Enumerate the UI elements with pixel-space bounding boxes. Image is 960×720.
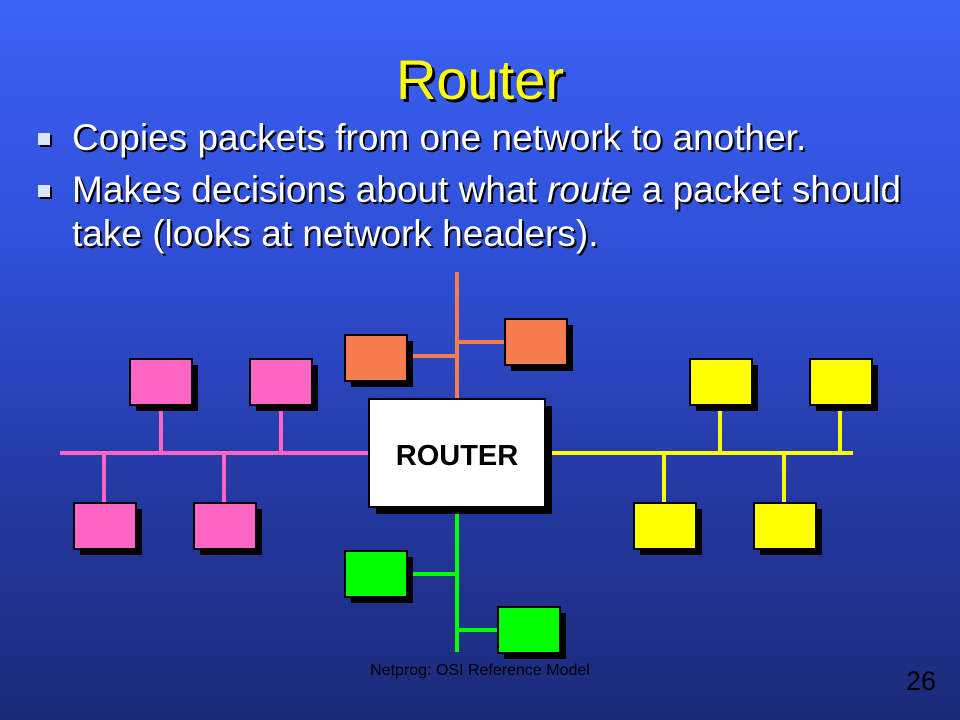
host-computer	[344, 334, 408, 382]
bullet-item: Makes decisions about what route a packe…	[38, 168, 938, 256]
host-computer	[344, 550, 408, 598]
host-computer	[809, 358, 873, 406]
host-computer	[193, 502, 257, 550]
bullet-text-start: Makes decisions about what	[72, 169, 548, 210]
bullet-square-icon	[38, 185, 50, 197]
slide-footer: Netprog: OSI Reference Model	[370, 662, 590, 679]
yellow-hosts	[633, 358, 878, 555]
slide-title: Router	[395, 48, 565, 111]
host-computer	[249, 358, 313, 406]
pink-hosts	[73, 358, 318, 555]
host-computer	[689, 358, 753, 406]
bullet-text: Copies packets from one network to anoth…	[72, 117, 807, 158]
router-box: ROUTER	[368, 398, 552, 514]
host-computer	[753, 502, 817, 550]
router-label: ROUTER	[396, 440, 519, 472]
yellow-network	[546, 404, 853, 504]
orange-hosts	[344, 318, 573, 387]
host-computer	[504, 318, 568, 366]
bullet-text-end: a packet should take (looks at network h…	[72, 169, 901, 254]
green-hosts	[344, 550, 566, 659]
orange-network	[410, 272, 506, 400]
bullet-square-icon	[38, 133, 50, 145]
bullet-item: Copies packets from one network to anoth…	[38, 116, 938, 160]
host-computer	[633, 502, 697, 550]
slide-number: 26	[905, 666, 936, 696]
pink-network	[60, 404, 370, 504]
green-network	[410, 508, 498, 652]
host-computer	[129, 358, 193, 406]
host-computer	[497, 606, 561, 654]
bullet-list: Copies packets from one network to anoth…	[38, 116, 938, 256]
bullet-text-emphasis: route	[547, 169, 632, 210]
host-computer	[73, 502, 137, 550]
router-node	[368, 398, 546, 508]
